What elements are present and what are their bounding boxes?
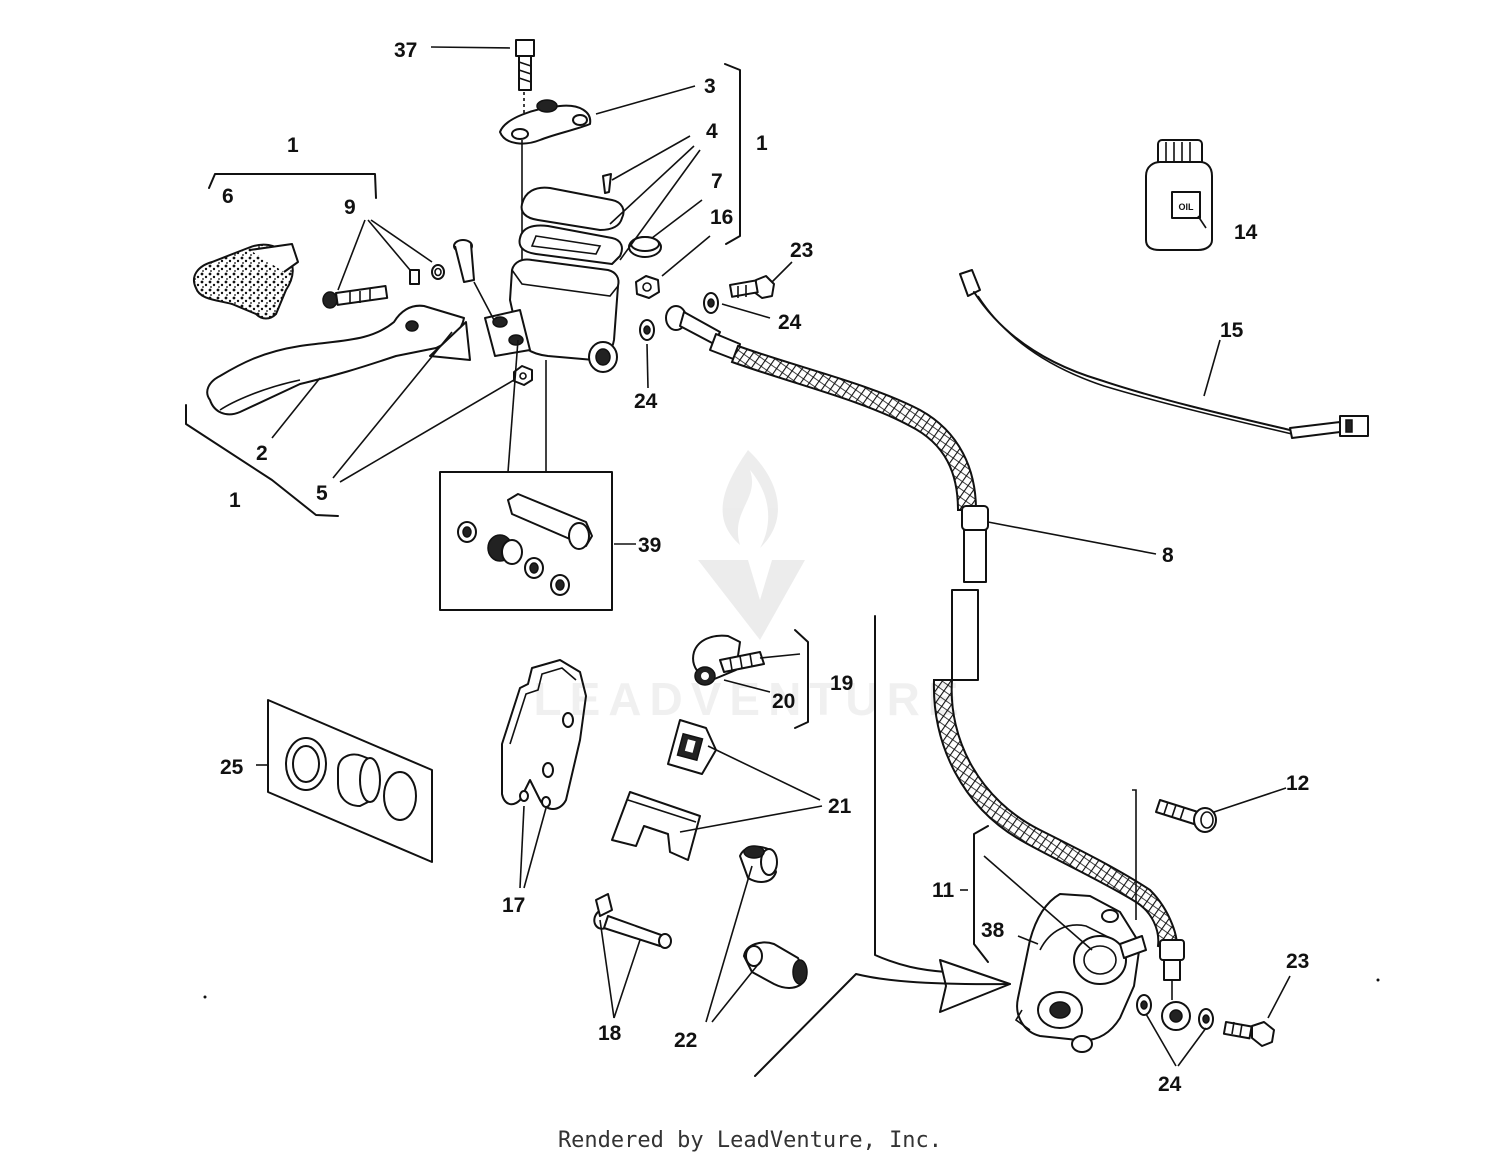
callout-12: 12	[1286, 772, 1309, 795]
banjo-bolt-23-top	[729, 275, 775, 299]
seal-kit-25	[267, 699, 433, 863]
piston-kit-39	[439, 339, 613, 611]
assembly-arrow	[754, 615, 1011, 1077]
callout-labels: 37 3 4 1 7 16 1 6 9 23 24 24 14 15 2 5 1…	[220, 39, 1309, 1096]
brake-lever-2	[206, 304, 471, 416]
callout-1-upper: 1	[287, 134, 299, 157]
bottle-label: OIL	[1179, 202, 1195, 212]
callout-38: 38	[981, 919, 1005, 942]
master-cylinder	[484, 258, 620, 373]
washers-24-bottom	[1136, 994, 1214, 1030]
callout-1-right: 1	[756, 132, 768, 155]
brake-switch-wire-15	[959, 269, 1369, 439]
pin-clip-18	[593, 893, 672, 949]
bracket-1-upper	[208, 173, 377, 199]
callout-24-right: 24	[778, 311, 802, 334]
callout-1-lower: 1	[229, 489, 241, 512]
clamp-3	[499, 99, 592, 300]
callout-24-bottom: 24	[1158, 1073, 1182, 1096]
footer-credit: Rendered by LeadVenture, Inc.	[557, 1128, 943, 1153]
callout-2: 2	[256, 442, 268, 465]
callout-19: 19	[830, 672, 853, 695]
callout-17: 17	[502, 894, 525, 917]
callout-5: 5	[316, 482, 328, 505]
callout-21: 21	[828, 795, 852, 818]
brake-pads-21	[611, 719, 717, 861]
callout-16: 16	[710, 206, 733, 229]
callout-23-bottom: 23	[1286, 950, 1309, 973]
lever-guard-6	[193, 243, 299, 320]
speck	[203, 995, 207, 999]
cap-7	[628, 236, 662, 258]
bracket-11	[973, 825, 989, 963]
callout-39: 39	[638, 534, 661, 557]
cover-screws-4	[518, 173, 625, 265]
bleeder-19-20	[692, 634, 765, 686]
leader-lines	[256, 46, 1291, 1067]
oil-bottle-14: OIL	[1145, 139, 1213, 251]
watermark-logo-icon	[698, 450, 805, 640]
bolt-12	[1132, 789, 1217, 920]
bracket-1-right	[724, 63, 741, 245]
callout-8: 8	[1162, 544, 1174, 567]
brake-caliper-38	[1014, 893, 1147, 1053]
nut-16	[635, 275, 660, 299]
callout-6: 6	[222, 185, 234, 208]
slide-pins-22	[739, 845, 808, 989]
callout-15: 15	[1220, 319, 1244, 342]
bracket-19	[794, 629, 809, 729]
pivot-bolt-5	[453, 239, 533, 386]
callout-37: 37	[394, 39, 417, 62]
bolt-37	[515, 39, 535, 120]
screw-washers-9	[322, 264, 445, 309]
callout-24-left: 24	[634, 390, 658, 413]
callout-14: 14	[1234, 221, 1258, 244]
caliper-bracket-17	[501, 659, 587, 810]
banjo-fitting-lower	[1159, 939, 1191, 1031]
banjo-bolt-23-bottom	[1222, 1021, 1275, 1047]
callout-4: 4	[706, 120, 718, 143]
callout-7: 7	[711, 170, 723, 193]
brake-hose-8	[665, 305, 1178, 952]
callout-18: 18	[598, 1022, 622, 1045]
watermark-text: LEADVENTURE	[533, 673, 967, 725]
bracket-1-lower	[185, 404, 339, 517]
washers-24-top	[639, 292, 719, 341]
callout-22: 22	[674, 1029, 697, 1052]
callout-20: 20	[772, 690, 795, 713]
callout-23-top: 23	[790, 239, 813, 262]
speck	[1376, 978, 1380, 982]
callout-3: 3	[704, 75, 716, 98]
callout-9: 9	[344, 196, 356, 219]
callout-11: 11	[932, 879, 955, 902]
callout-25: 25	[220, 756, 244, 779]
